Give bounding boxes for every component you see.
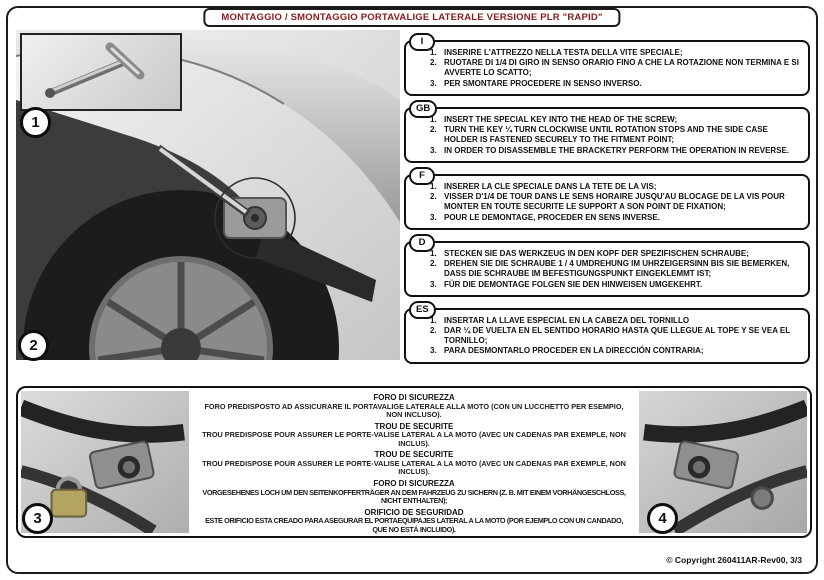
step: 1.INSERT THE SPECIAL KEY INTO THE HEAD O… (430, 114, 678, 124)
page-border (6, 6, 818, 574)
step: 2.VISSER D'1/4 DE TOUR DANS LE SENS HORA… (430, 192, 785, 212)
instruction-block-german: D 1.STECKEN SIE DAS WERKZEUG IN DEN KOPF… (404, 233, 810, 297)
special-key-illustration (45, 42, 145, 98)
step: 3.POUR LE DEMONTAGE, PROCEDER EN SENS IN… (430, 212, 660, 222)
step: 2.DAR ¼ DE VUELTA EN EL SENTIDO HORARIO … (430, 325, 790, 346)
lang-badge-i: I (409, 33, 435, 51)
security-heading-f: TROU DE SECURITE (374, 450, 454, 460)
instruction-block-italian: I 1.INSERIRE L'ATTREZZO NELLA TESTA DELL… (404, 33, 810, 96)
step: 3.FÜR DIE DEMONTAGE FOLGEN SIE DEN HINWE… (430, 279, 703, 289)
lang-badge-gb: GB (409, 99, 438, 118)
security-body-f: TROU PREDISPOSE POUR ASSURER LE PORTE-VA… (202, 458, 626, 477)
instruction-block-english: GB 1.INSERT THE SPECIAL KEY INTO THE HEA… (404, 99, 810, 163)
security-heading-it: FORO DI SICUREZZA (373, 393, 455, 402)
figure-1-label: 1 (20, 107, 51, 138)
step: 3.IN ORDER TO DISASSEMBLE THE BRACKETRY … (430, 145, 790, 155)
security-heading-gb: TROU DE SECURITE (374, 421, 454, 431)
security-hole-text: FORO DI SICUREZZA FORO PREDISPOSTO AD AS… (192, 388, 636, 536)
special-key-inset-photo (20, 33, 182, 111)
instruction-column: I 1.INSERIRE L'ATTREZZO NELLA TESTA DELL… (404, 33, 810, 375)
motorcycle-illustration (16, 30, 400, 360)
copyright-footer: © Copyright 260411AR-Rev00, 3/3 (666, 555, 802, 565)
security-body-gb: TROU PREDISPOSE POUR ASSURER LE PORTE-VA… (202, 430, 626, 448)
security-body-es: ESTE ORIFICIO ESTA CREADO PARA ASEGURAR … (205, 516, 623, 534)
lang-badge-es: ES (409, 300, 436, 319)
step: 3.PER SMONTARE PROCEDERE IN SENSO INVERS… (430, 78, 642, 88)
step: 1.INSERTAR LA LLAVE ESPECIAL EN LA CABEZ… (430, 315, 690, 325)
security-body-it: FORO PREDISPOSTO AD ASSICURARE IL PORTAV… (204, 401, 624, 420)
security-body-d: VORGESEHENES LOCH UM DEN SEITENKOFFERTRÄ… (202, 487, 626, 506)
motorcycle-photo (16, 30, 400, 360)
security-hole-section: FORO DI SICUREZZA FORO PREDISPOSTO AD AS… (16, 386, 812, 538)
step: 2.DREHEN SIE DIE SCHRAUBE 1 / 4 UMDREHUN… (430, 259, 790, 279)
lang-badge-f: F (409, 166, 435, 185)
instruction-block-french: F 1.INSERER LA CLE SPECIALE DANS LA TETE… (404, 166, 810, 230)
step: 1.INSERER LA CLE SPECIALE DANS LA TETE D… (430, 181, 657, 191)
step: 3.PARA DESMONTARLO PROCEDER EN LA DIRECC… (430, 346, 704, 356)
figure-3-label: 3 (22, 503, 53, 534)
figure-4-label: 4 (647, 503, 678, 534)
security-heading-d: FORO DI SICUREZZA (373, 478, 455, 488)
instruction-block-spanish: ES 1.INSERTAR LA LLAVE ESPECIAL EN LA CA… (404, 300, 810, 364)
step: 2.TURN THE KEY ¼ TURN CLOCKWISE UNTIL RO… (430, 125, 768, 145)
lang-badge-d: D (409, 233, 435, 252)
step: 2.RUOTARE DI 1/4 DI GIRO IN SENSO ORARIO… (430, 58, 799, 78)
step: 1.STECKEN SIE DAS WERKZEUG IN DEN KOPF D… (430, 248, 749, 258)
page-title: MONTAGGIO / SMONTAGGIO PORTAVALIGE LATER… (203, 8, 621, 27)
figure-2-label: 2 (18, 330, 49, 361)
security-heading-es: ORIFICIO DE SEGURIDAD (364, 507, 464, 517)
step: 1.INSERIRE L'ATTREZZO NELLA TESTA DELLA … (430, 48, 683, 57)
